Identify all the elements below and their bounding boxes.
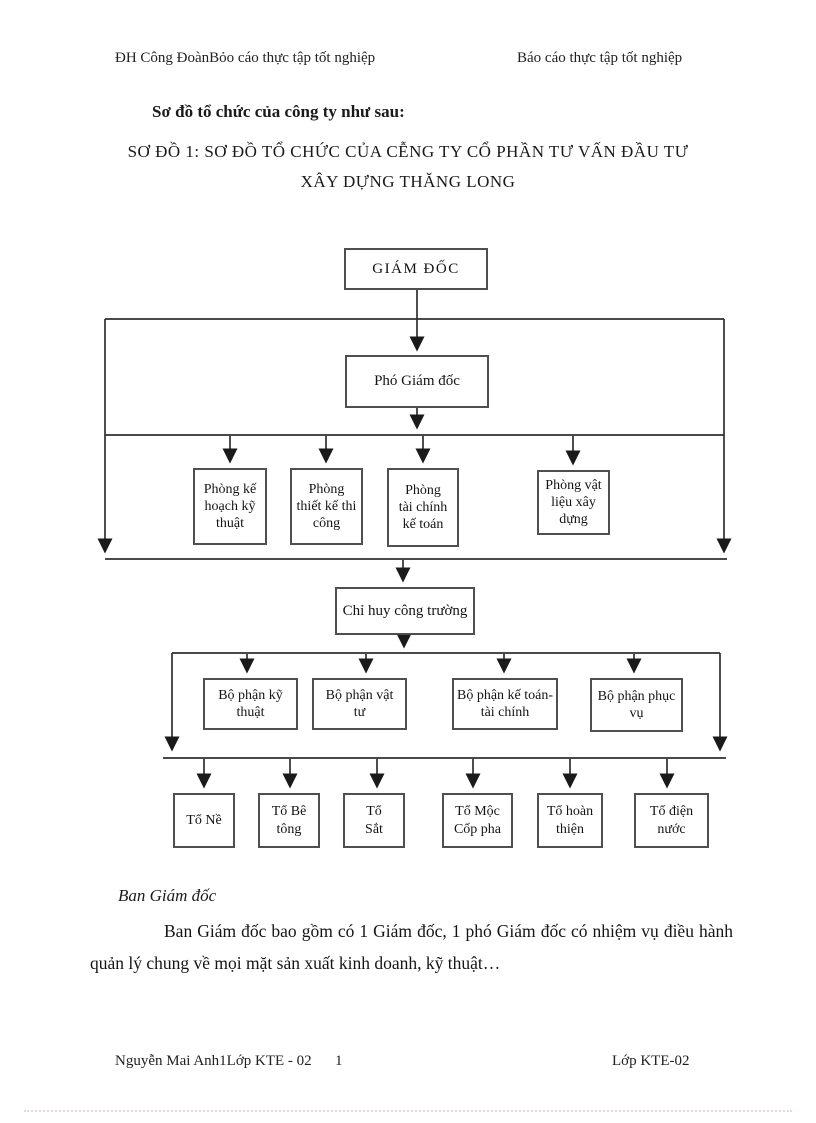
org-box-dept-finance: Phòng tài chính kế toán (387, 468, 459, 547)
org-box-team-electric-water: Tổ điện nước (634, 793, 709, 848)
footer-class-text: Lớp KTE-02 (612, 1053, 690, 1069)
intro-sentence: Sơ đồ tổ chức của công ty như sau: (152, 102, 405, 121)
org-box-section-supplies: Bộ phận vật tư (312, 678, 407, 730)
footer-page-number: 1 (335, 1053, 343, 1069)
body-paragraph: Ban Giám đốc bao gồm có 1 Giám đốc, 1 ph… (90, 921, 733, 973)
page-boundary-dotted-line (24, 1110, 792, 1112)
diagram-title-line1: SƠ ĐỒ 1: SƠ ĐỒ TỔ CHỨC CỦA CỄNG TY CỔ PH… (127, 142, 689, 161)
org-box-section-accounting: Bộ phận kế toán- tài chính (452, 678, 558, 730)
org-box-team-carpentry: Tổ Mộc Cốp pha (442, 793, 513, 848)
org-box-team-finishing: Tổ hoàn thiện (537, 793, 603, 848)
org-box-dept-design: Phòng thiết kế thi công (290, 468, 363, 545)
org-box-dept-planning: Phòng kế hoạch kỹ thuật (193, 468, 267, 545)
org-box-team-concrete: Tổ Bê tông (258, 793, 320, 848)
org-box-director: GIÁM ĐỐC (344, 248, 488, 290)
org-box-dept-materials: Phòng vật liệu xây dựng (537, 470, 610, 535)
header-right-text: Báo cáo thực tập tốt nghiệp (517, 50, 683, 66)
org-box-site-command: Chỉ huy công trường (335, 587, 475, 635)
org-box-team-steel: Tổ Sắt (343, 793, 405, 848)
org-box-deputy-director: Phó Giám đốc (345, 355, 489, 408)
org-box-team-masonry: Tổ Nề (173, 793, 235, 848)
org-box-section-technical: Bộ phận kỹ thuật (203, 678, 298, 730)
org-box-section-services: Bộ phận phục vụ (590, 678, 683, 732)
diagram-title-line2: XÂY DỰNG THĂNG LONG (300, 172, 516, 191)
header-left-text: ĐH Công ĐoànBỏo cáo thực tập tốt nghiệp (115, 50, 376, 66)
section-heading-ban-giam-doc: Ban Giám đốc (118, 886, 217, 905)
footer-author-text: Nguyễn Mai Anh1Lớp KTE - 02 (115, 1053, 312, 1069)
